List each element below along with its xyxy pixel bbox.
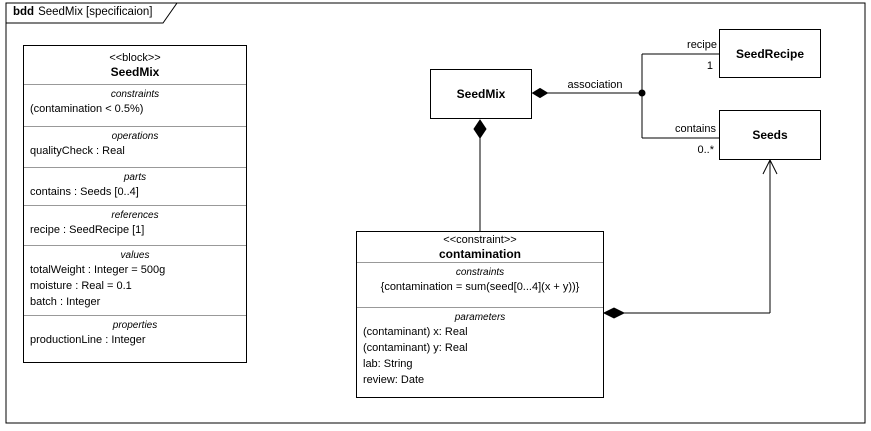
compartment-operations: operations qualityCheck : Real — [24, 126, 246, 167]
node-label: Seeds — [752, 128, 788, 142]
contains-role-label: contains — [675, 123, 716, 135]
compartment-label: constraints — [455, 267, 505, 278]
compartment-label: properties — [112, 320, 158, 331]
node-label: SeedRecipe — [735, 46, 805, 61]
compartment-line: moisture : Real = 0.1 — [30, 280, 132, 292]
compartment-line: recipe : SeedRecipe [1] — [30, 224, 145, 236]
compartment-label: parameters — [454, 312, 506, 323]
compartment-parameters: parameters (contaminant) x: Real (contam… — [357, 307, 603, 397]
compartment-label: constraints — [110, 89, 160, 100]
compartment-label: operations — [111, 131, 159, 142]
compartment-line: productionLine : Integer — [30, 334, 146, 346]
block-header: <<block>> SeedMix — [24, 46, 246, 84]
parameter-line: (contaminant) y: Real — [363, 342, 468, 354]
compartment-parts: parts contains : Seeds [0..4] — [24, 167, 246, 205]
seeds-node[interactable]: Seeds — [719, 110, 821, 160]
compartment-references: references recipe : SeedRecipe [1] — [24, 205, 246, 245]
compartment-constraints: constraints {contamination = sum(seed[0.… — [357, 262, 603, 307]
recipe-role-label: recipe — [687, 39, 717, 51]
contains-multiplicity-label: 0..* — [697, 144, 714, 156]
constraint-stereotype: <<constraint>> — [443, 233, 517, 246]
compartment-values: values totalWeight : Integer = 500g mois… — [24, 245, 246, 315]
block-name: SeedMix — [110, 64, 160, 79]
compartment-line: contains : Seeds [0..4] — [30, 186, 139, 198]
constraint-name: contamination — [438, 246, 521, 261]
junction-dot-icon — [638, 89, 646, 97]
parameter-line: (contaminant) x: Real — [363, 326, 468, 338]
diagram-kind-keyword: bdd — [13, 6, 35, 18]
seedmix-block-detailed[interactable]: <<block>> SeedMix constraints (contamina… — [23, 45, 247, 363]
parameter-line: review: Date — [363, 374, 425, 386]
compartment-label: parts — [123, 172, 147, 183]
composition-diamond-icon — [602, 307, 626, 319]
contamination-constraint-block[interactable]: <<constraint>> contamination constraints… — [356, 231, 604, 398]
compartment-line: qualityCheck : Real — [30, 145, 125, 157]
compartment-line: batch : Integer — [30, 296, 101, 308]
compartment-label: values — [120, 250, 150, 261]
association-label: association — [567, 79, 623, 91]
frame-border — [5, 2, 866, 424]
composition-diamond-icon — [531, 87, 549, 99]
parameter-line: lab: String — [363, 358, 413, 370]
compartment-label: references — [111, 210, 159, 221]
diagram-title-text: SeedMix [specificaion] — [38, 6, 153, 18]
recipe-multiplicity-label: 1 — [706, 60, 713, 72]
open-arrowhead-icon — [762, 158, 778, 175]
compartment-properties: properties productionLine : Integer — [24, 315, 246, 362]
node-label: SeedMix — [456, 87, 506, 101]
compartment-line: (contamination < 0.5%) — [30, 103, 144, 115]
constraint-header: <<constraint>> contamination — [357, 232, 603, 262]
compartment-constraints: constraints (contamination < 0.5%) — [24, 84, 246, 126]
seedmix-node[interactable]: SeedMix — [430, 69, 532, 119]
constraint-expression: {contamination = sum(seed[0...4](x + y))… — [380, 281, 580, 293]
block-stereotype: <<block>> — [109, 51, 161, 64]
seedrecipe-node[interactable]: SeedRecipe — [719, 29, 821, 78]
frame-title-tab — [5, 2, 178, 24]
composition-diamond-icon — [473, 119, 487, 139]
compartment-line: totalWeight : Integer = 500g — [30, 264, 166, 276]
